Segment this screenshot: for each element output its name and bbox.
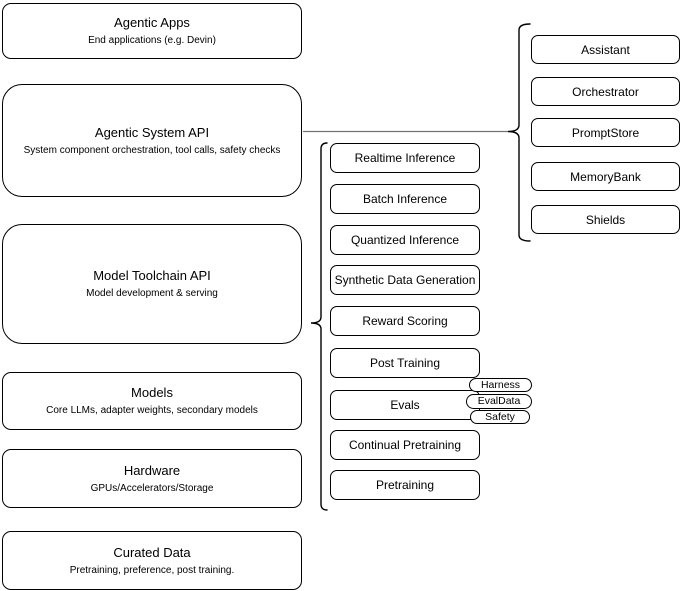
node-continual-pretraining: Continual Pretraining xyxy=(330,430,480,460)
box-model-toolchain-api-subtitle: Model development & serving xyxy=(86,288,218,299)
node-batch-inference: Batch Inference xyxy=(330,184,480,214)
box-hardware-title: Hardware xyxy=(123,462,181,478)
tag-evaldata: EvalData xyxy=(466,394,532,409)
tag-safety: Safety xyxy=(470,410,530,424)
box-agentic-apps: Agentic Apps End applications (e.g. Devi… xyxy=(2,3,302,59)
box-curated-data-subtitle: Pretraining, preference, post training. xyxy=(69,564,235,576)
box-agentic-system-api-title: Agentic System API xyxy=(94,124,210,140)
node-post-training: Post Training xyxy=(330,348,480,378)
node-memorybank: MemoryBank xyxy=(531,162,680,191)
box-agentic-system-api: Agentic System API System component orch… xyxy=(2,84,302,197)
tag-harness: Harness xyxy=(469,378,532,392)
box-curated-data: Curated Data Pretraining, preference, po… xyxy=(2,531,302,590)
node-shields: Shields xyxy=(531,205,680,234)
node-pretraining: Pretraining xyxy=(330,470,480,500)
box-models: Models Core LLMs, adapter weights, secon… xyxy=(2,372,302,430)
node-synthetic-data-generation: Synthetic Data Generation xyxy=(330,265,480,295)
system-components-bracket xyxy=(507,23,531,242)
node-evals: Evals xyxy=(330,390,480,420)
box-agentic-system-api-subtitle: System component orchestration, tool cal… xyxy=(23,144,281,156)
box-model-toolchain-api-title: Model Toolchain API xyxy=(93,268,211,283)
box-hardware-subtitle: GPUs/Accelerators/Storage xyxy=(90,482,214,494)
node-realtime-inference: Realtime Inference xyxy=(330,143,480,173)
node-promptstore: PromptStore xyxy=(531,118,680,147)
node-quantized-inference: Quantized Inference xyxy=(330,225,480,255)
box-agentic-apps-title: Agentic Apps xyxy=(114,15,190,30)
box-model-toolchain-api: Model Toolchain API Model development & … xyxy=(2,224,302,344)
box-models-subtitle: Core LLMs, adapter weights, secondary mo… xyxy=(46,405,258,416)
toolchain-bracket xyxy=(310,142,328,511)
box-agentic-apps-subtitle: End applications (e.g. Devin) xyxy=(88,35,216,46)
node-assistant: Assistant xyxy=(531,35,680,64)
node-orchestrator: Orchestrator xyxy=(531,77,680,106)
box-curated-data-title: Curated Data xyxy=(113,544,191,560)
box-hardware: Hardware GPUs/Accelerators/Storage xyxy=(2,449,302,508)
node-reward-scoring: Reward Scoring xyxy=(330,306,480,336)
box-models-title: Models xyxy=(131,385,173,400)
